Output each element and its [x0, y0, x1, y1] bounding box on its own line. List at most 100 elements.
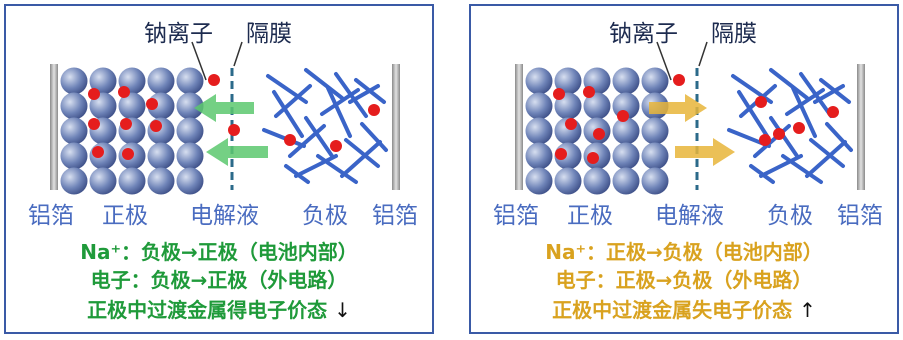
sodium-ion	[368, 104, 380, 116]
sodium-ion	[565, 118, 577, 130]
flow-arrow	[649, 94, 707, 122]
sodium-ion	[587, 152, 599, 164]
cathode-particle	[147, 167, 175, 195]
anode-stick	[284, 164, 310, 184]
anode-stick	[769, 68, 809, 100]
foil-left	[515, 64, 523, 190]
sodium-ion	[827, 106, 839, 118]
ion-direction-text: Na⁺：正极→负极（电池内部）	[545, 240, 823, 264]
cathode-label: 正极	[102, 203, 148, 229]
anode-stick	[805, 140, 847, 178]
sodium-ion	[555, 148, 567, 160]
anode-stick	[344, 138, 380, 168]
anode-stick	[272, 90, 304, 138]
charge-diagram	[515, 41, 865, 195]
foil-right-label: 铝箔	[837, 203, 883, 229]
cathode-particle	[176, 142, 204, 170]
anode-stick	[348, 84, 380, 104]
cathode-particle	[89, 67, 117, 95]
electron-direction-text: 电子：正极→负极（外电路）	[555, 268, 813, 292]
sodium-ion	[330, 140, 342, 152]
separator-label: 隔膜	[711, 21, 757, 47]
cathode-label: 正极	[567, 203, 613, 229]
sodium-ion	[759, 134, 771, 146]
cathode-particle	[641, 167, 669, 195]
cathode-particle	[147, 117, 175, 145]
cathode-spheres	[60, 67, 204, 195]
anode-stick	[294, 154, 338, 178]
cathode-particle	[176, 167, 204, 195]
foil-left	[50, 64, 58, 190]
cathode-particle	[176, 117, 204, 145]
anode-stick	[340, 140, 382, 178]
cathode-particle	[89, 167, 117, 195]
electrolyte-label: 电解液	[655, 203, 724, 229]
foil-left-label: 铝箔	[493, 203, 539, 229]
sodium-ion	[593, 128, 605, 140]
anode-sticks	[727, 68, 853, 184]
anode-stick	[334, 72, 368, 118]
cathode-particle	[525, 67, 553, 95]
sodium-ion	[122, 148, 134, 160]
cathode-particle	[176, 67, 204, 95]
anode-stick	[749, 164, 775, 184]
sodium-ion	[150, 120, 162, 132]
sodium-ion	[120, 118, 132, 130]
anode-stick	[304, 68, 344, 100]
cathode-particle	[554, 67, 582, 95]
anode-stick	[759, 154, 803, 178]
sodium-ion	[673, 74, 685, 86]
cathode-particle	[60, 142, 88, 170]
foil-right	[857, 64, 865, 190]
cathode-particle	[583, 167, 611, 195]
anode-stick	[799, 72, 833, 118]
cathode-particle	[583, 92, 611, 120]
discharge-panel: 钠离子 隔膜 铝箔 正极 电解液 负极 铝箔 Na⁺：负极→正极（电池内部） 电…	[4, 4, 434, 334]
sodium-ion	[88, 88, 100, 100]
cathode-particle	[612, 117, 640, 145]
electrolyte-label: 电解液	[190, 203, 259, 229]
sodium-ions	[553, 74, 839, 164]
cathode-spheres	[525, 67, 669, 195]
cathode-particle	[118, 92, 146, 120]
ion-label: 钠离子	[609, 21, 678, 47]
foil-right	[392, 64, 400, 190]
valence-text: 正极中过渡金属得电子价态 ↓	[6, 294, 432, 323]
cathode-particle	[554, 167, 582, 195]
anode-label: 负极	[302, 203, 348, 229]
anode-stick	[813, 84, 845, 104]
cathode-particle	[612, 167, 640, 195]
ion-flow-arrows	[649, 94, 735, 166]
foil-right-label: 铝箔	[372, 203, 418, 229]
anode-stick	[809, 138, 845, 168]
anode-stick	[266, 74, 308, 104]
sodium-ion	[208, 74, 220, 86]
sodium-ion	[793, 122, 805, 134]
cathode-particle	[641, 117, 669, 145]
charge-panel: 钠离子 隔膜 铝箔 正极 电解液 负极 铝箔 Na⁺：正极→负极（电池内部） 电…	[469, 4, 899, 334]
flow-arrow	[194, 94, 254, 122]
ion-direction-text: Na⁺：负极→正极（电池内部）	[80, 240, 358, 264]
anode-stick	[316, 154, 358, 184]
anode-stick	[825, 122, 853, 152]
valence-statement: 正极中过渡金属得电子价态	[87, 298, 328, 322]
anode-sticks	[262, 68, 388, 184]
cathode-particle	[525, 92, 553, 120]
valence-text: 正极中过渡金属失电子价态 ↑	[471, 294, 897, 323]
cathode-particle	[612, 142, 640, 170]
sodium-ion	[146, 98, 158, 110]
anode-stick	[737, 90, 769, 138]
cathode-particle	[176, 92, 204, 120]
cathode-particle	[641, 67, 669, 95]
cathode-particle	[60, 92, 88, 120]
ion-label: 钠离子	[144, 21, 213, 47]
sodium-ion	[228, 124, 240, 136]
sodium-ion	[284, 134, 296, 146]
anode-stick	[360, 122, 388, 152]
sodium-ion	[773, 128, 785, 140]
sodium-ion	[88, 118, 100, 130]
cathode-particle	[525, 167, 553, 195]
sodium-ions	[88, 74, 380, 160]
sodium-ion	[617, 110, 629, 122]
electron-direction-text: 电子：负极→正极（外电路）	[90, 268, 348, 292]
